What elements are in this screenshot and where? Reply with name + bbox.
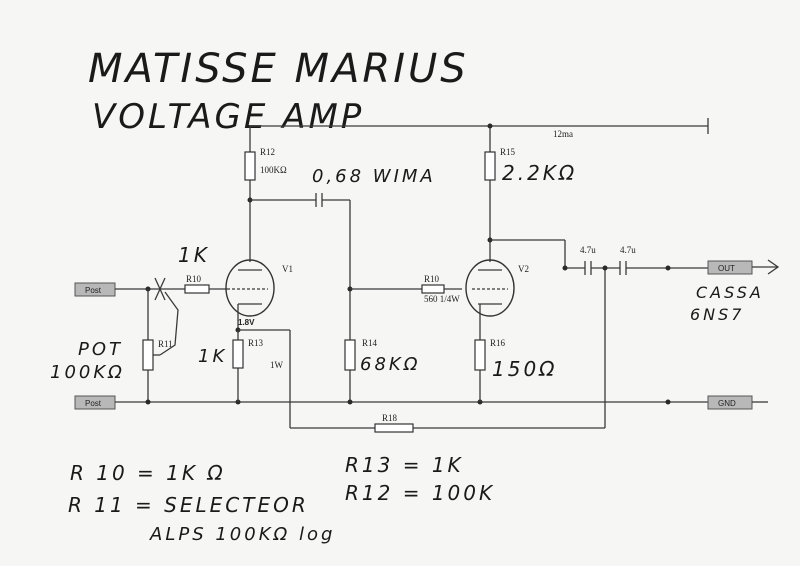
title-line2: VOLTAGE AMP (92, 97, 364, 137)
r14-label: R14 (362, 338, 378, 348)
hand-out-note1: CASSA (696, 283, 764, 302)
resistor-r14 (344, 339, 356, 371)
supply-label: 12ma (553, 129, 573, 139)
title-line1: MATISSE MARIUS (88, 46, 469, 92)
resistor-r12 (244, 151, 256, 181)
hand-note3: ALPS 100KΩ log (149, 524, 335, 545)
c1-label: 4.7u (580, 245, 596, 255)
output-port-label: OUT (718, 264, 735, 273)
tube-v2 (465, 259, 515, 317)
r16-label: R16 (490, 338, 506, 348)
resistor-r10b (421, 284, 445, 294)
cathode-voltage: 1.8V (238, 318, 255, 327)
hand-out-note2: 6NS7 (690, 305, 744, 324)
r10b-value: 560 1/4W (424, 294, 460, 304)
hand-r13-val: 1K (198, 346, 227, 367)
hand-r12-cap: 0,68 WIMA (312, 166, 436, 187)
resistor-r13 (232, 339, 244, 369)
r13-label: R13 (248, 338, 264, 348)
c2-label: 4.7u (620, 245, 636, 255)
hand-r14-val: 68KΩ (360, 354, 420, 375)
r11-label: R11 (158, 339, 173, 349)
v1-label: V1 (282, 264, 293, 274)
resistor-r16 (474, 339, 486, 371)
hand-r16-val: 150Ω (492, 357, 557, 381)
gnd-port-label: GND (718, 399, 736, 408)
hand-r10-val: 1K (178, 243, 210, 267)
r12-label: R12 (260, 147, 275, 157)
hand-pot-val: 100KΩ (50, 362, 125, 383)
hand-r15-val: 2.2KΩ (502, 161, 577, 185)
r10a-label: R10 (186, 274, 202, 284)
hand-note4: R13 = 1K (345, 453, 464, 477)
r15-label: R15 (500, 147, 516, 157)
r18-label: R18 (382, 413, 398, 423)
resistor-r18 (374, 423, 414, 433)
r12-value: 100KΩ (260, 165, 287, 175)
r10b-label: R10 (424, 274, 440, 284)
hand-note2: R 11 = SELECTEOR (68, 493, 309, 517)
input-port-bottom-label: Post (85, 399, 102, 408)
resistor-r15 (484, 151, 496, 181)
hand-note5: R12 = 100K (345, 481, 495, 505)
v2-label: V2 (518, 264, 529, 274)
hand-note1: R 10 = 1K Ω (70, 461, 226, 485)
pot-r11 (142, 339, 154, 371)
tube-v1 (225, 259, 275, 317)
input-port-top-label: Post (85, 286, 102, 295)
resistor-r10a (184, 284, 210, 294)
hand-pot: POT (78, 339, 123, 360)
r13-note: 1W (270, 360, 284, 370)
